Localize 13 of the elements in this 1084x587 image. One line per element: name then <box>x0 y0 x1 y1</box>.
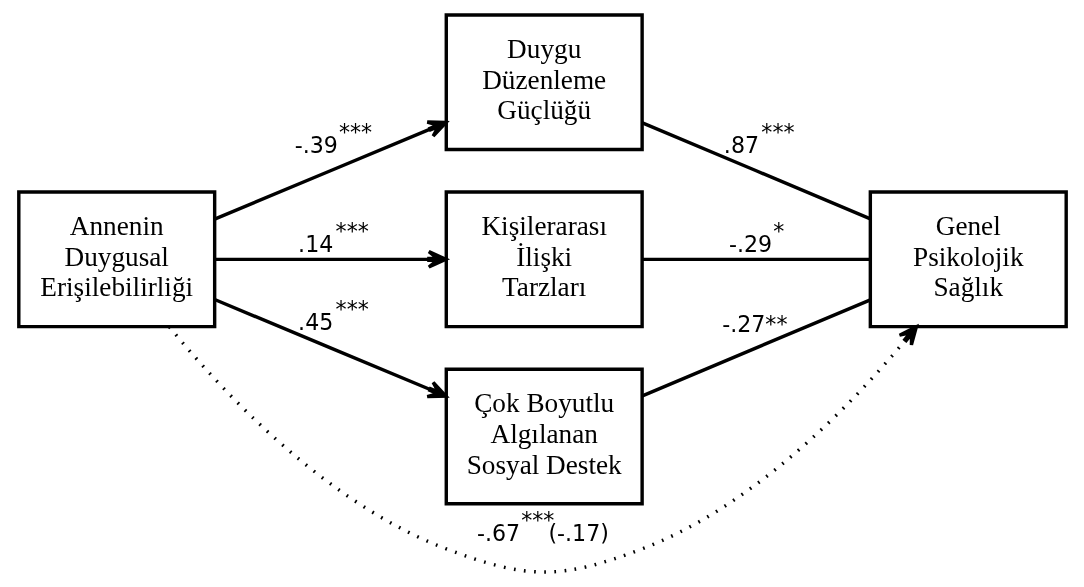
arrow <box>167 325 918 574</box>
node-box: Kişilerarası İlişki Tarzları <box>444 190 644 329</box>
arrow <box>213 120 448 221</box>
edge-label: -.27** <box>721 310 787 337</box>
connector <box>641 257 870 262</box>
connector <box>641 298 870 398</box>
node-box: Annenin Duygusal Erişilebilirliği <box>16 190 216 329</box>
connector <box>641 121 870 221</box>
node-box: Genel Psikolojik Sağlık <box>868 190 1068 329</box>
arrow <box>214 249 448 269</box>
arrow <box>213 297 448 399</box>
node-box: Duygu Düzenleme Güçlüğü <box>444 13 644 152</box>
node-box: Çok Boyutlu Algılanan Sosyal Destek <box>444 367 644 506</box>
